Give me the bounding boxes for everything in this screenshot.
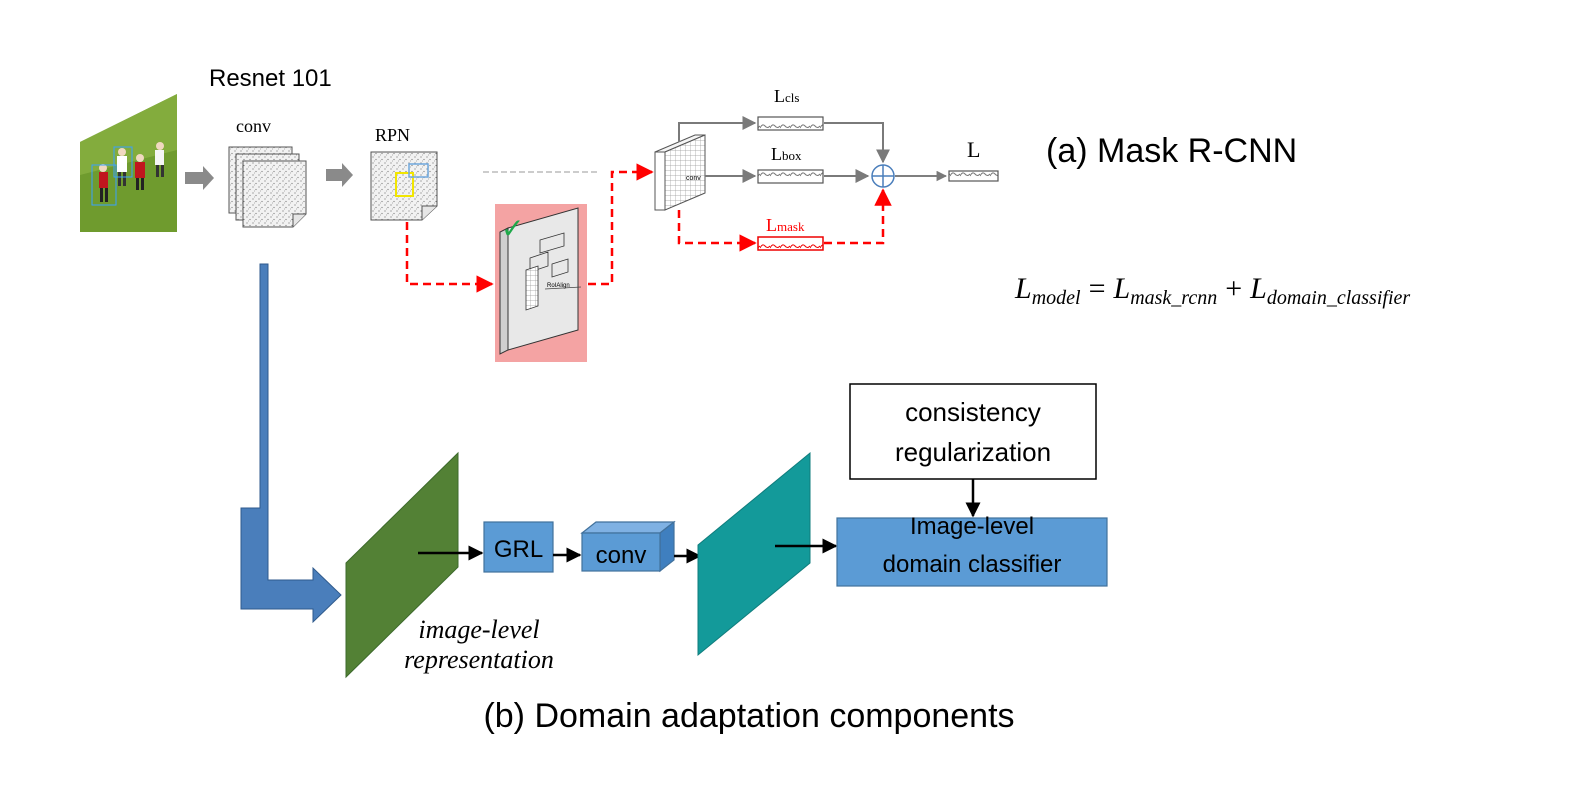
loss-mask-label: Lmask: [766, 215, 805, 235]
loss-box-main: L: [771, 144, 782, 164]
mask-to-sum-arrow: [824, 188, 892, 245]
domain-feature-plane: [697, 451, 811, 657]
loss-mask-main: L: [766, 215, 777, 235]
eq-lhs-main: L: [1014, 272, 1032, 305]
consistency-line-2: regularization: [895, 437, 1051, 467]
domain-adaptation-caption: (b) Domain adaptation components: [483, 697, 1014, 735]
cls-to-sum-arrow: [824, 122, 890, 164]
eq-term1-main: L: [1113, 272, 1131, 305]
head-conv-label: conv: [686, 175, 701, 182]
input-image: [80, 94, 177, 232]
mask-branch-arrow: [677, 210, 757, 252]
backbone-feature-arrow: [240, 263, 342, 624]
da-conv-label: conv: [596, 542, 647, 569]
arrow-conv-to-rpn: [326, 163, 353, 187]
total-loss-box: [948, 170, 999, 182]
loss-cls-main: L: [774, 86, 785, 106]
roialign-to-head-arrow: [588, 163, 654, 286]
arrow-image-to-conv: [185, 166, 214, 190]
eq-term1-sub: mask_rcnn: [1130, 287, 1217, 309]
eq-lhs-sub: model: [1032, 287, 1081, 309]
loss-total-label: L: [967, 137, 980, 162]
da-conv-box: [580, 520, 676, 573]
representation-line-2: representation: [404, 645, 554, 674]
loss-mask-sub: mask: [777, 219, 805, 234]
loss-equation: Lmodel=Lmask_rcnn+Ldomain_classifier: [1014, 272, 1410, 309]
loss-box-label: Lbox: [771, 144, 802, 164]
loss-cls-label: Lcls: [774, 86, 799, 106]
sum-node-icon: [871, 164, 895, 188]
conv-label: conv: [236, 116, 271, 136]
loss-cls-sub: cls: [785, 90, 799, 105]
mask-loss-box: [757, 236, 824, 251]
box-loss-box: [757, 169, 824, 184]
eq-term2-main: L: [1249, 272, 1267, 305]
consistency-regularization-box: [849, 383, 1097, 480]
conv-feature-stack: [228, 146, 307, 228]
roialign-label: RoIAlign: [547, 283, 570, 289]
mask-rcnn-caption: (a) Mask R-CNN: [1046, 132, 1297, 170]
eq-term2-sub: domain_classifier: [1267, 287, 1411, 309]
eq-equals: =: [1089, 272, 1106, 305]
cls-loss-box: [757, 116, 824, 131]
eq-plus: +: [1225, 272, 1242, 305]
classifier-line-2: domain classifier: [883, 551, 1062, 578]
classifier-line-1: Image-level: [910, 513, 1034, 540]
rpn-feature-map: [370, 151, 438, 221]
players-icon: [91, 142, 164, 206]
image-level-feature-plane: [345, 451, 459, 679]
representation-line-1: image-level: [418, 615, 539, 644]
anchor-box-yellow: [395, 172, 414, 197]
domain-classifier-box: [836, 517, 1108, 587]
grl-box: [483, 521, 554, 573]
check-icon: ✓: [501, 213, 524, 244]
anchor-box-blue: [408, 163, 429, 178]
consistency-line-1: consistency: [905, 397, 1041, 427]
grl-label: GRL: [494, 536, 543, 563]
roialign-block: [499, 207, 582, 355]
head-conv-block: [654, 134, 706, 211]
rpn-to-roialign-arrow: [405, 222, 494, 293]
backbone-label: Resnet 101: [209, 65, 332, 92]
cls-branch-arrow: [678, 116, 757, 142]
loss-box-sub: box: [782, 148, 802, 163]
rpn-label: RPN: [375, 125, 410, 145]
